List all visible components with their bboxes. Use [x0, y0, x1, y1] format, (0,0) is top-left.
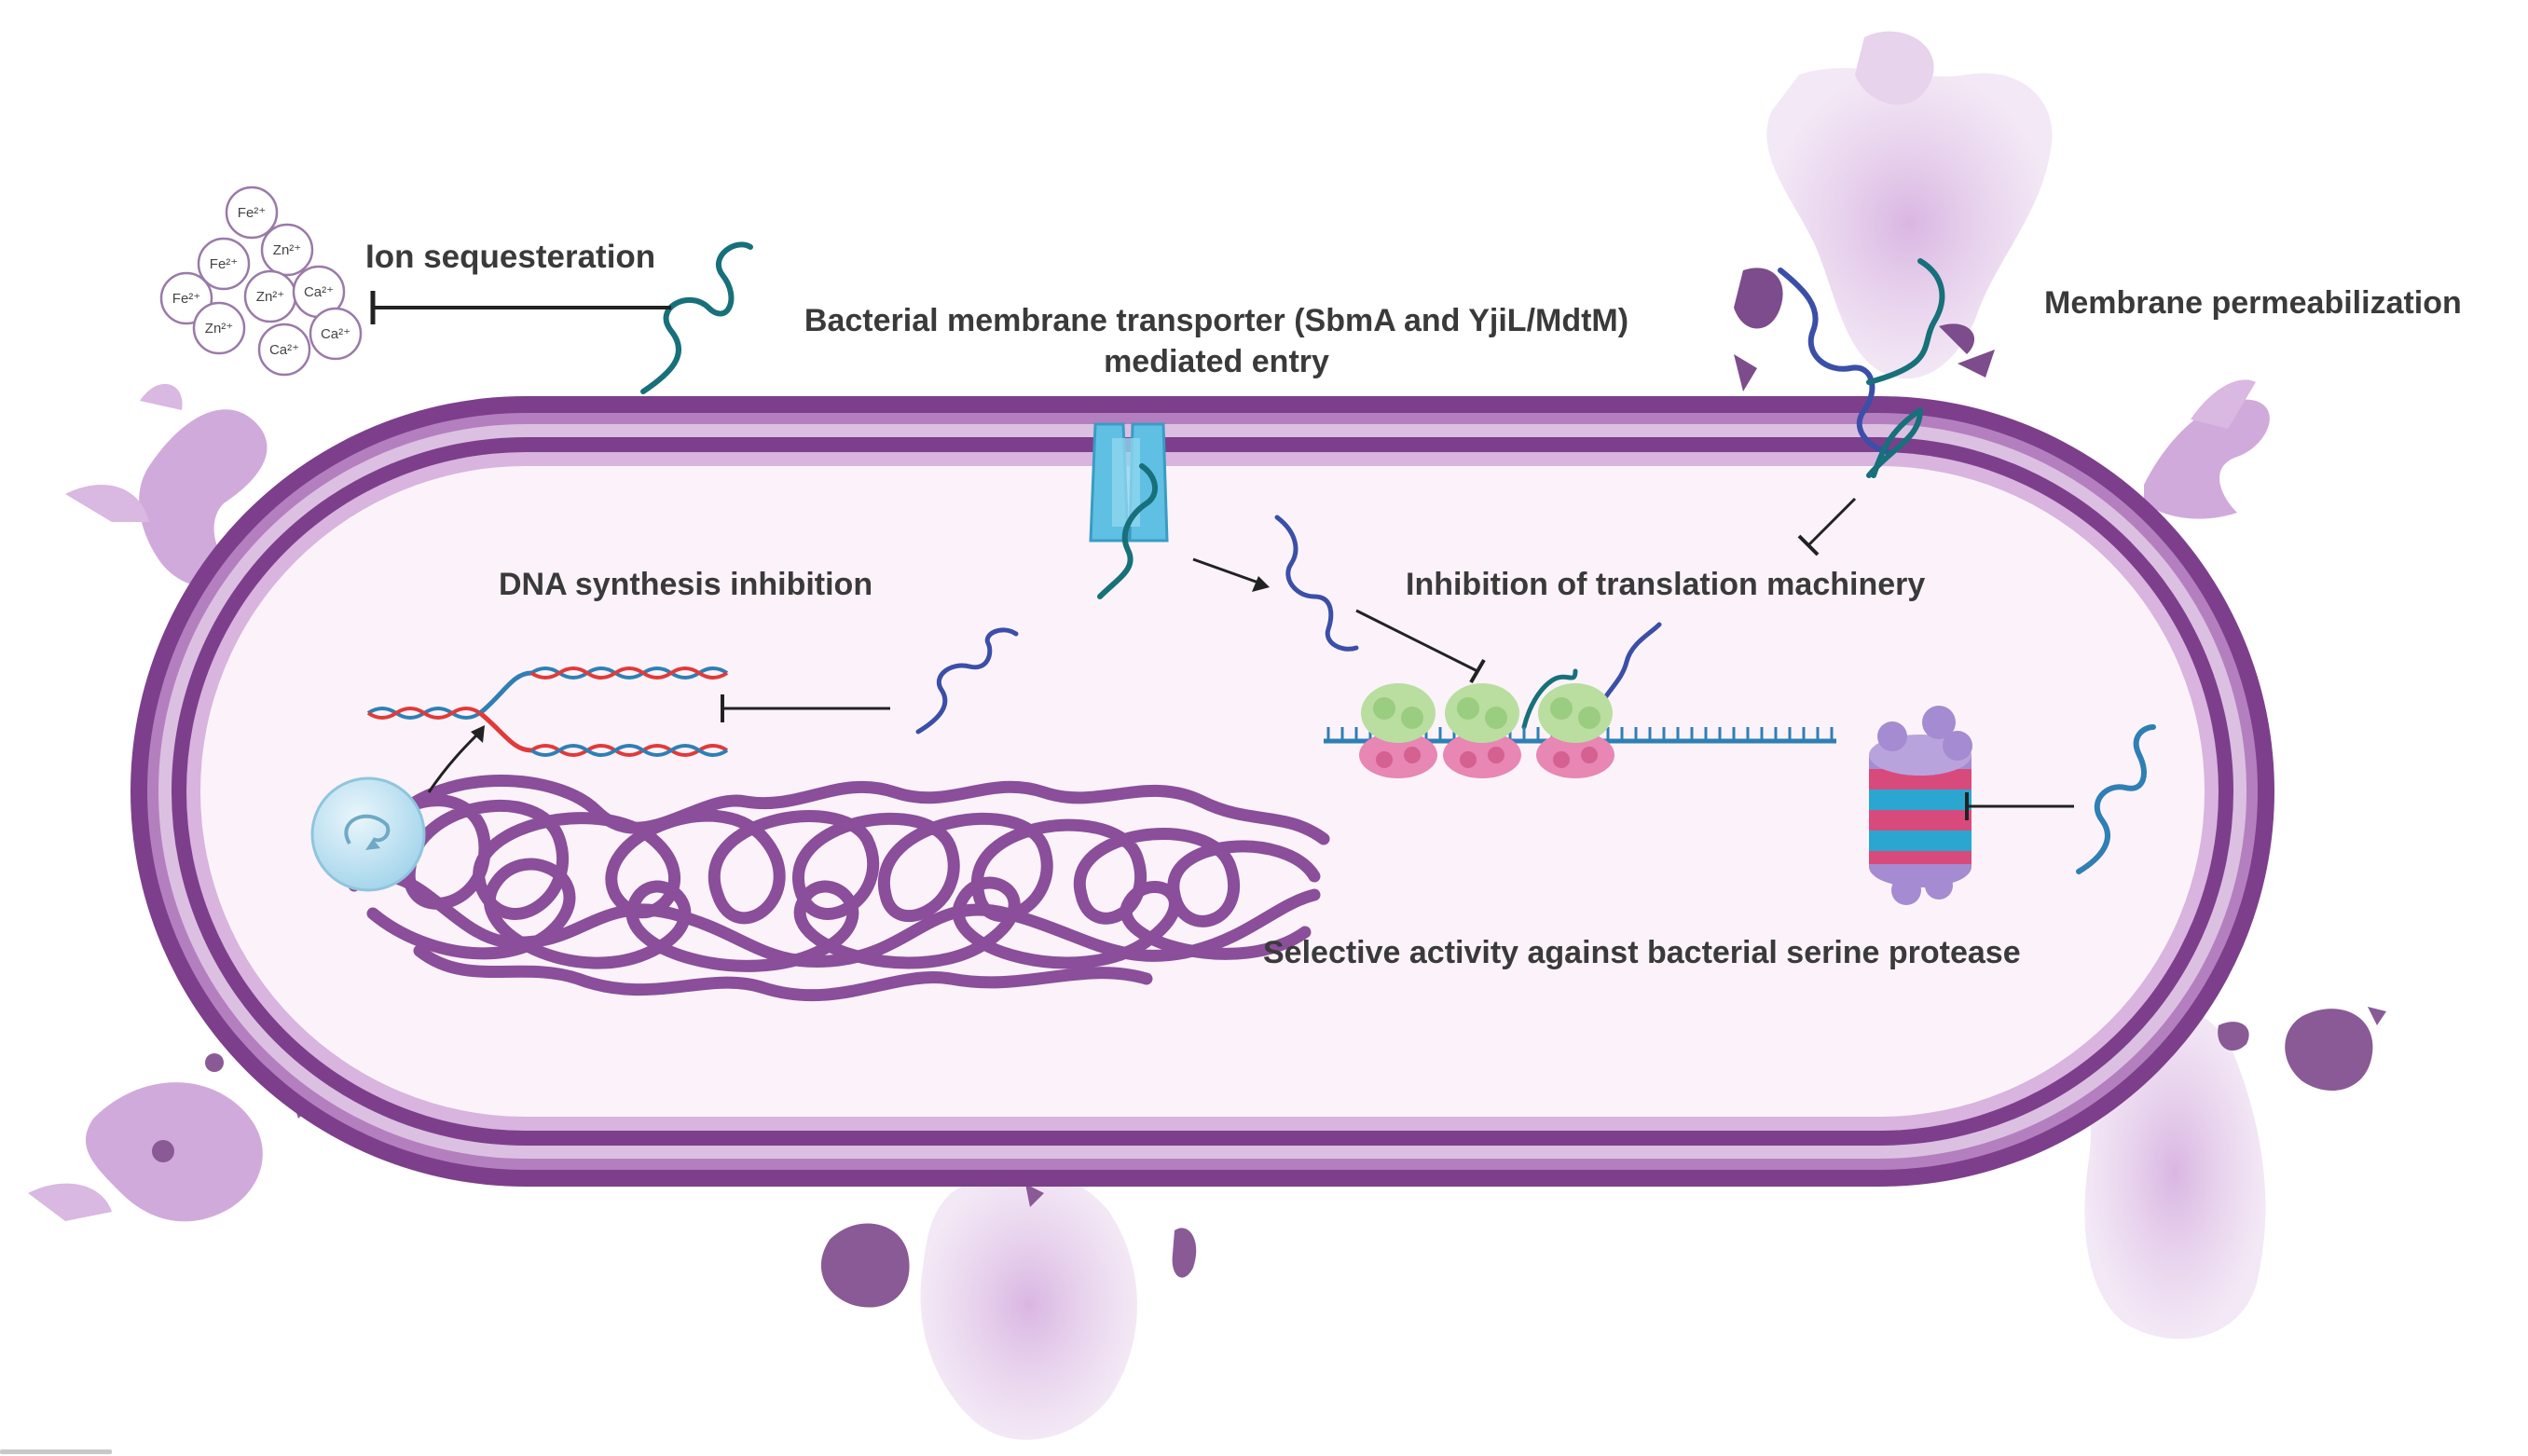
serine-protease — [1869, 706, 1972, 905]
peptide-protease — [2076, 724, 2156, 874]
label-dna-inhibition: DNA synthesis inhibition — [499, 567, 873, 602]
ion-symbol: Fe²⁺ — [238, 205, 266, 221]
peptide-transporter — [1097, 463, 1158, 599]
ion-symbol: Zn²⁺ — [256, 289, 284, 305]
ion-circle — [225, 185, 279, 240]
replication-bubble — [310, 776, 426, 892]
label-ion-sequestration: Ion sequesteration — [365, 239, 656, 275]
ribosome — [1536, 683, 1614, 778]
peptide-ion — [640, 241, 753, 394]
label-transporter: Bacterial membrane transporter (SbmA and… — [736, 300, 1697, 382]
replication-fork — [366, 666, 729, 757]
ion: Ca²⁺ — [257, 323, 311, 377]
cytoplasm — [200, 466, 2205, 1117]
ion: Fe²⁺ — [159, 271, 213, 325]
ion-symbol: Fe²⁺ — [172, 291, 200, 307]
peptide-cytoplasm — [1274, 515, 1359, 652]
label-transporter-line2: mediated entry — [1104, 344, 1329, 379]
ion-symbol: Zn²⁺ — [273, 242, 301, 258]
membrane-transporter — [1089, 422, 1169, 543]
leakage-right — [2144, 379, 2270, 519]
ion-circle — [257, 323, 311, 377]
ion: Fe²⁺ — [225, 185, 279, 240]
ribosome — [1443, 683, 1521, 778]
ion: Zn²⁺ — [192, 301, 246, 355]
ion: Ca²⁺ — [309, 307, 363, 361]
peptide-cytoplasm-dna — [915, 627, 1019, 735]
ion-symbol: Zn²⁺ — [205, 321, 233, 337]
translation-inhibition-arrows — [1355, 497, 1857, 684]
ion-inhibition-arrow — [370, 291, 671, 324]
label-membrane-permeabilization: Membrane permeabilization — [2044, 285, 2462, 321]
protease-inhibition-arrow — [1965, 792, 2074, 820]
label-serine-protease: Selective activity against bacterial ser… — [1263, 935, 2021, 970]
peptide-ribosome-1 — [1521, 668, 1578, 730]
label-transporter-line1: Bacterial membrane transporter (SbmA and… — [804, 303, 1629, 338]
ion: Zn²⁺ — [260, 223, 314, 277]
ion-symbol: Ca²⁺ — [321, 326, 350, 342]
ion-circle — [192, 301, 246, 355]
ion-circle — [159, 271, 213, 325]
ion: Zn²⁺ — [243, 269, 297, 323]
peptide-permeabilization-1 — [1778, 268, 1890, 455]
bottom-edge-bar — [0, 1449, 112, 1454]
ion: Fe²⁺ — [197, 237, 251, 291]
ribosomes — [1359, 683, 1614, 778]
entry-arrow — [1192, 557, 1270, 592]
ion-circle — [197, 237, 251, 291]
ribosome — [1359, 683, 1437, 778]
ion-cluster: Fe²⁺ Fe²⁺ Zn²⁺ Fe²⁺ Zn²⁺ Ca²⁺ Zn²⁺ Ca²⁺ Ca²⁺ — [159, 185, 363, 377]
ion-circle — [260, 223, 314, 277]
ion-symbol: Fe²⁺ — [210, 256, 238, 272]
ion-symbol: Ca²⁺ — [304, 284, 334, 300]
dna-inhibition-arrow — [721, 694, 890, 722]
peptide-ribosome-2 — [1596, 622, 1662, 711]
nucleoid — [348, 775, 1330, 1002]
ion-symbol: Ca²⁺ — [269, 342, 299, 358]
leakage-top-right — [1734, 31, 2053, 391]
label-translation-inhibition: Inhibition of translation machinery — [1406, 567, 1926, 602]
peptides — [640, 241, 2156, 874]
leakage-left-top — [65, 383, 268, 588]
leakage-bottom-center — [820, 1170, 1197, 1440]
ion-circle — [309, 307, 363, 361]
